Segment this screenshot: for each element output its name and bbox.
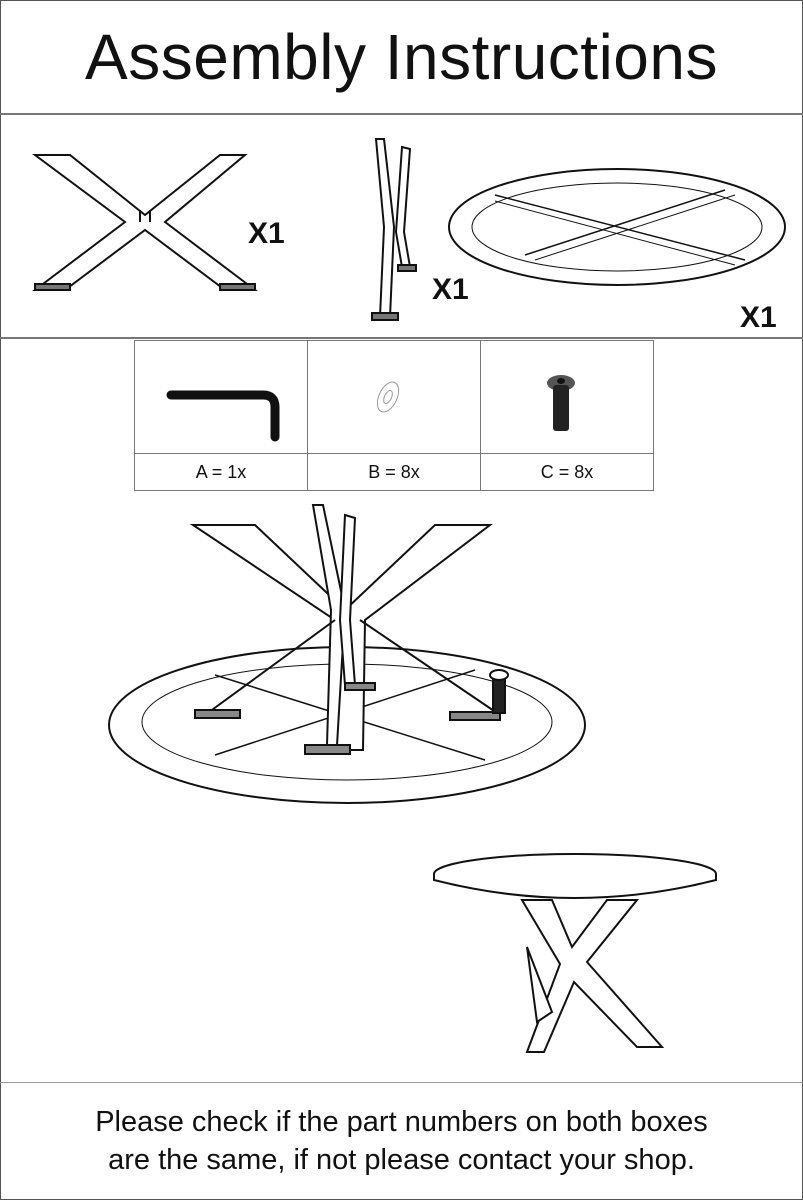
hardware-b-label: B = 8x — [307, 453, 481, 491]
allen-key-icon — [166, 390, 280, 442]
page-title: Assembly Instructions — [0, 0, 803, 115]
completed-table-diagram — [432, 852, 722, 1057]
part-1-quantity: X1 — [248, 217, 285, 250]
hardware-c-label: C = 8x — [480, 453, 654, 491]
hardware-a-label: A = 1x — [134, 453, 308, 491]
washer-icon — [376, 381, 400, 413]
assembly-step-diagram — [105, 500, 595, 810]
footer-notice: Please check if the part numbers on both… — [0, 1082, 803, 1199]
footer-line-2: are the same, if not please contact your… — [108, 1144, 695, 1176]
screw-icon — [547, 375, 575, 431]
parts-overview: X1 X1 X1 — [0, 115, 803, 339]
hardware-a-cell — [134, 340, 308, 454]
part-2-quantity: X1 — [432, 273, 469, 306]
hardware-c-cell — [480, 340, 654, 454]
part-3-quantity: X1 — [740, 301, 777, 334]
hardware-b-cell — [307, 340, 481, 454]
footer-line-1: Please check if the part numbers on both… — [95, 1106, 708, 1138]
hardware-table: A = 1x B = 8x C = 8x — [134, 340, 654, 491]
x-frame-icon — [30, 150, 260, 295]
round-tabletop-icon — [445, 165, 790, 290]
leg-pair-icon — [368, 137, 428, 322]
